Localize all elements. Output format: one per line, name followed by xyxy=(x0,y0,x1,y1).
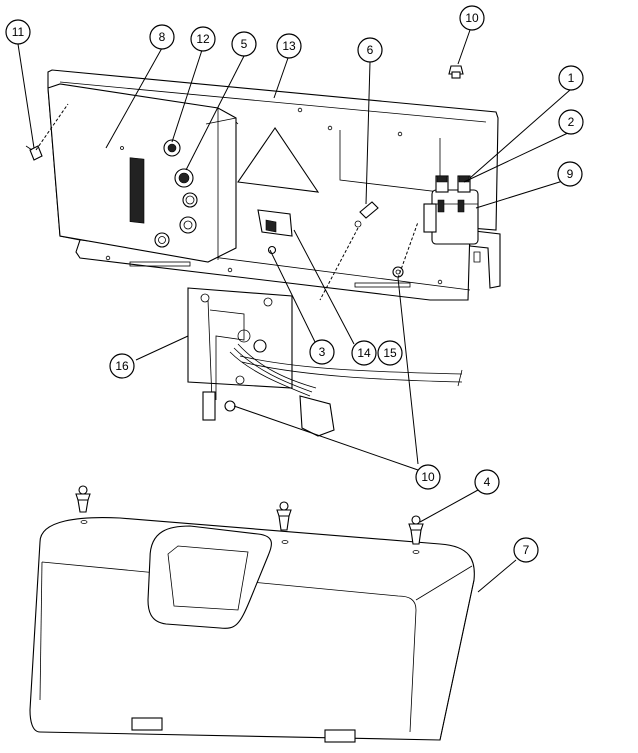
callout-label: 6 xyxy=(367,43,374,57)
charger-receptacle xyxy=(154,139,198,248)
callout-label: 13 xyxy=(282,39,296,53)
standoff xyxy=(319,201,379,301)
callout-10-top: 10 xyxy=(459,5,485,31)
leader-lines xyxy=(17,29,571,593)
cover xyxy=(29,517,475,743)
callout-1: 1 xyxy=(558,65,584,91)
callout-label: 2 xyxy=(568,115,575,129)
callout-label: 4 xyxy=(484,475,491,489)
wiring-bracket xyxy=(187,287,293,421)
callout-label: 16 xyxy=(115,359,129,373)
solenoid xyxy=(423,175,479,245)
callout-7: 7 xyxy=(513,537,539,563)
callout-label: 7 xyxy=(523,543,530,557)
nut xyxy=(392,221,419,279)
callout-8: 8 xyxy=(149,24,175,50)
callout-2: 2 xyxy=(558,109,584,135)
callout-4: 4 xyxy=(474,469,500,495)
callout-13: 13 xyxy=(276,33,302,59)
callout-label: 10 xyxy=(421,470,435,484)
callout-6: 6 xyxy=(357,37,383,63)
relay-connector xyxy=(257,209,293,255)
callout-label: 15 xyxy=(383,346,397,360)
wire-harness xyxy=(229,343,463,437)
callout-label: 3 xyxy=(319,345,326,359)
callout-11: 11 xyxy=(5,19,31,45)
callout-label: 5 xyxy=(241,37,248,51)
callout-9: 9 xyxy=(557,161,583,187)
callout-12: 12 xyxy=(190,26,216,52)
callout-3: 3 xyxy=(309,339,335,365)
callout-label: 10 xyxy=(465,11,479,25)
callout-label: 1 xyxy=(568,71,575,85)
callout-label: 12 xyxy=(196,32,210,46)
callout-label: 9 xyxy=(567,167,574,181)
callout-14: 14 xyxy=(351,340,377,366)
callout-label: 14 xyxy=(357,346,371,360)
screw xyxy=(25,103,69,161)
nut xyxy=(448,65,464,79)
charger-panel xyxy=(47,83,237,263)
callout-5: 5 xyxy=(231,31,257,57)
cover-clip xyxy=(75,485,424,554)
callout-10-bottom: 10 xyxy=(415,464,441,490)
callout-label: 8 xyxy=(159,30,166,44)
callout-label: 11 xyxy=(12,25,25,39)
callout-15: 15 xyxy=(377,340,403,366)
callout-16: 16 xyxy=(109,353,135,379)
